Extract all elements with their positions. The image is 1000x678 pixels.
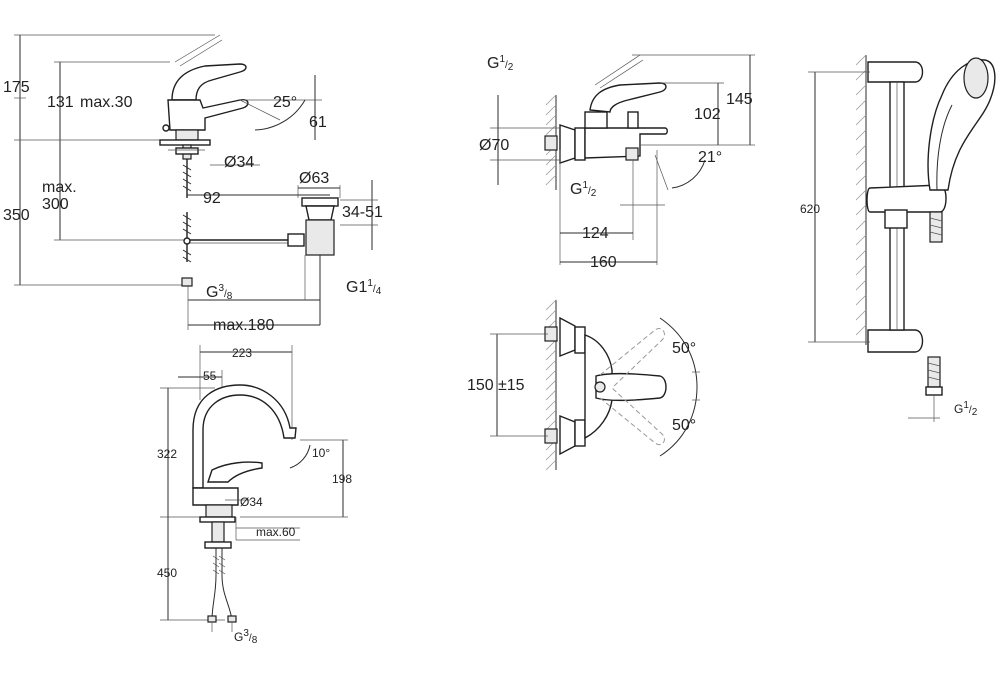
dim-160-label: 160	[590, 254, 617, 271]
angle-50-bottom-label: 50°	[672, 417, 696, 434]
dim-124-label: 124	[582, 225, 609, 242]
thread-g1-14-label: G11/4	[346, 278, 382, 297]
sink-mixer-view	[160, 345, 348, 632]
dim-61-label: 61	[309, 114, 327, 131]
dim-max-word-label: max.	[42, 179, 77, 196]
dim-max180-label: max.180	[213, 317, 274, 334]
bath-mixer-view	[490, 54, 755, 265]
angle-10-label: 10°	[312, 446, 330, 460]
dim-dia70-label: Ø70	[479, 137, 509, 154]
dim-tol15-label: ±15	[498, 377, 525, 394]
dim-620-label: 620	[800, 202, 820, 216]
thread-g38-basin-label: G3/8	[206, 283, 233, 302]
dim-350-label: 350	[3, 207, 30, 224]
dim-dia34-label: Ø34	[224, 154, 254, 171]
angle-50-top-label: 50°	[672, 340, 696, 357]
dim-dia34-sink-label: Ø34	[240, 495, 263, 509]
dim-175-label: 175	[3, 79, 30, 96]
angle-25-label: 25°	[273, 94, 297, 111]
dim-450-label: 450	[157, 566, 177, 580]
dim-102-label: 102	[694, 106, 721, 123]
dim-198-label: 198	[332, 472, 352, 486]
dim-55-label: 55	[203, 369, 217, 383]
thread-g12-top-label: G1/2	[487, 54, 514, 73]
shower-rail-view	[808, 54, 996, 422]
dim-300-label: 300	[42, 196, 69, 213]
dim-34-51-label: 34-51	[342, 204, 383, 221]
thread-g38-sink-label: G3/8	[234, 628, 258, 646]
basin-mixer-view	[14, 34, 378, 330]
dim-dia63-label: Ø63	[299, 170, 329, 187]
thread-g12-hose-label: G1/2	[954, 400, 978, 418]
thread-g12-spout-label: G1/2	[570, 180, 597, 199]
dim-max30-label: max.30	[80, 94, 133, 111]
dim-223-label: 223	[232, 346, 252, 360]
dim-322-label: 322	[157, 447, 177, 461]
dim-92-label: 92	[203, 190, 221, 207]
wall-mixer-view	[490, 299, 700, 471]
dim-145-label: 145	[726, 91, 753, 108]
dim-150-label: 150	[467, 377, 494, 394]
dim-max60-label: max.60	[256, 525, 296, 539]
dim-131-label: 131	[47, 94, 74, 111]
angle-21-label: 21°	[698, 149, 722, 166]
